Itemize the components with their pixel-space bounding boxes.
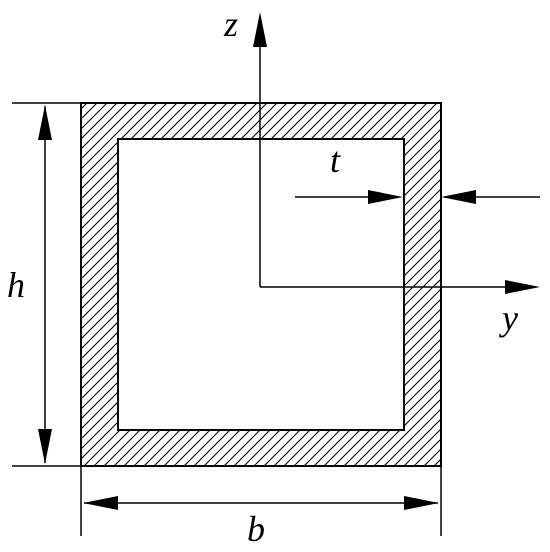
t-arrow-right-head xyxy=(441,190,476,204)
z-axis-label: z xyxy=(223,4,238,44)
wall-hatch xyxy=(81,103,441,466)
b-arrow-left xyxy=(83,496,118,510)
h-arrow-top xyxy=(38,105,52,140)
b-arrow-right xyxy=(404,496,439,510)
y-axis-arrow xyxy=(505,280,540,294)
width-label: b xyxy=(247,509,265,549)
h-arrow-bottom xyxy=(38,429,52,464)
t-arrow-left-head xyxy=(368,190,403,204)
height-label: h xyxy=(7,265,25,305)
outer-boundary xyxy=(80,102,442,467)
z-axis-arrow xyxy=(253,12,267,47)
y-axis-label: y xyxy=(499,298,518,338)
thickness-label: t xyxy=(330,140,341,180)
inner-boundary xyxy=(117,138,405,431)
